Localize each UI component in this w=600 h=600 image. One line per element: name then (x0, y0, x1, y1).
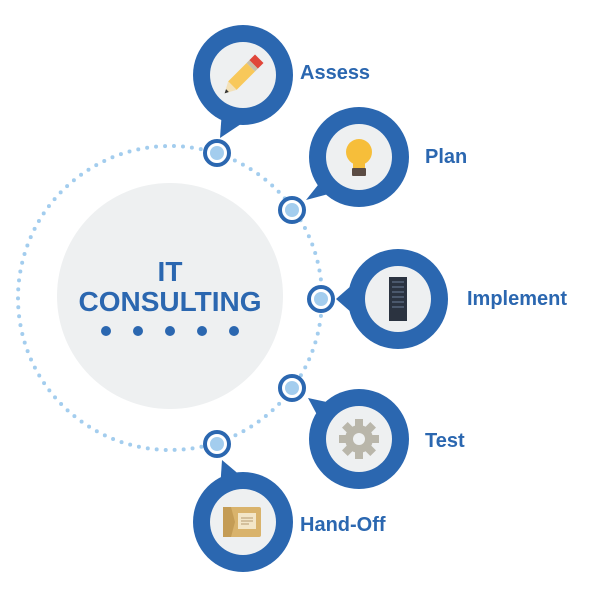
center-dots (101, 326, 239, 336)
node-implement (307, 285, 335, 313)
node-hand-off (203, 430, 231, 458)
center-circle (57, 183, 283, 409)
bubble-assess (193, 25, 293, 138)
node-assess (203, 139, 231, 167)
bubble-hand-off (193, 460, 293, 572)
bubble-plan (306, 107, 409, 207)
step-label-implement: Implement (467, 288, 568, 310)
orbit-nodes (203, 139, 335, 458)
center-title-line1: IT (157, 256, 183, 287)
server-icon (389, 277, 407, 321)
step-label-assess: Assess (300, 62, 371, 84)
center-title-line2: CONSULTING (78, 286, 262, 317)
node-test (278, 374, 306, 402)
gear-icon (339, 419, 379, 459)
envelope-icon (223, 507, 261, 537)
pencil-icon (224, 54, 264, 94)
bubble-implement (336, 249, 448, 349)
step-label-hand-off: Hand-Off (300, 514, 386, 536)
step-label-test: Test (425, 430, 465, 452)
step-label-plan: Plan (425, 146, 468, 168)
node-plan (278, 196, 306, 224)
lightbulb-icon (346, 139, 372, 176)
bubble-test (308, 389, 409, 489)
